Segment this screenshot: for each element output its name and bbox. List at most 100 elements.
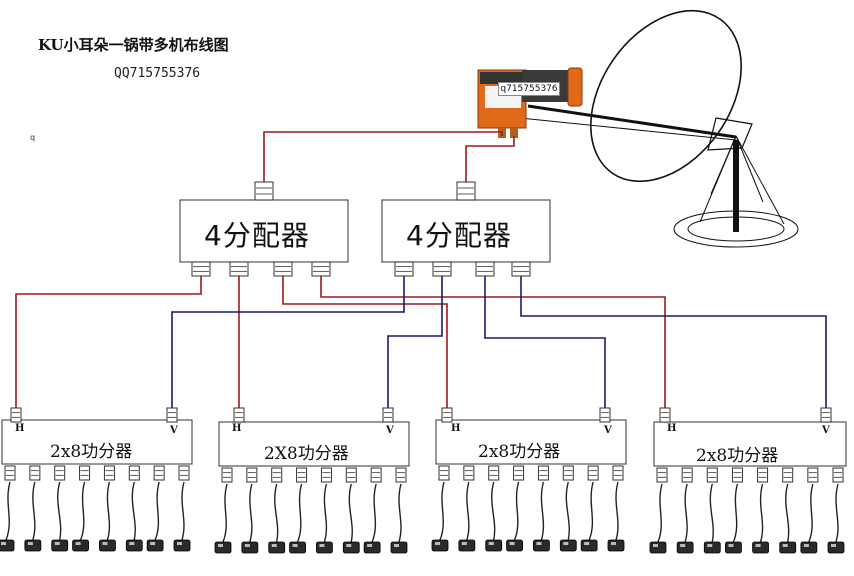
receiver-box [72, 539, 89, 552]
connector [54, 465, 66, 481]
splitter-box [179, 199, 349, 263]
connector [191, 261, 211, 277]
connector [29, 465, 41, 481]
connector [229, 261, 249, 277]
satellite-dish [519, 9, 799, 248]
receiver-box [241, 541, 259, 554]
connector [656, 467, 668, 483]
output-cable [732, 483, 739, 543]
cable [282, 274, 448, 410]
cable [387, 274, 443, 410]
connector [820, 407, 832, 423]
connector [273, 261, 293, 277]
amplifier-label: 2X8功分器 [264, 444, 349, 464]
v-port-label: V [170, 425, 178, 436]
receiver-box [99, 539, 116, 552]
connector [128, 465, 140, 481]
receiver-box [24, 539, 42, 552]
receiver-box [676, 541, 694, 554]
output-cable [274, 483, 279, 543]
output-cable [398, 483, 402, 543]
lnb-tag: q715755376 [498, 82, 560, 96]
connector [832, 467, 844, 483]
output-cable [709, 483, 714, 543]
receiver-box [125, 539, 143, 552]
corner-mark: q [30, 133, 36, 142]
connector [166, 407, 178, 423]
receiver-box [779, 541, 797, 554]
output-cable [222, 483, 228, 543]
receiver-box [506, 539, 523, 552]
receiver-box [390, 541, 408, 554]
connector [103, 465, 115, 481]
output-cable [296, 483, 303, 543]
amplifier-box [435, 419, 627, 465]
receiver-box [146, 539, 164, 552]
connector [511, 261, 531, 277]
connector [488, 465, 500, 481]
output-cable [657, 483, 663, 543]
connector [254, 181, 274, 201]
connector [370, 467, 382, 483]
splitter-box [381, 199, 551, 263]
connector [178, 465, 190, 481]
receiver-box [173, 539, 191, 552]
receiver-box [485, 539, 503, 552]
connector [246, 467, 258, 483]
connector [562, 465, 574, 481]
connector [394, 261, 414, 277]
cable [465, 136, 515, 186]
v-port-label: V [386, 425, 394, 436]
cable [484, 274, 606, 410]
connector [382, 407, 394, 423]
diagram-title: KU小耳朵一锅带多机布线图 [38, 36, 229, 54]
connector [4, 465, 16, 481]
receiver-box [752, 541, 769, 554]
output-cable [466, 481, 470, 541]
connector [233, 407, 245, 423]
splitter-label: 4分配器 [204, 219, 310, 252]
connector [463, 465, 475, 481]
output-cable [131, 481, 136, 541]
output-cable [540, 481, 545, 541]
connector [345, 467, 357, 483]
connector [320, 467, 332, 483]
output-cable [439, 481, 445, 541]
output-cable [57, 481, 62, 541]
amplifier-label: 2x8功分器 [478, 442, 561, 462]
lnb-device [477, 67, 583, 138]
receiver-box [268, 541, 286, 554]
connector [10, 407, 22, 423]
connector [513, 465, 525, 481]
output-cable [5, 481, 11, 541]
connector [659, 407, 671, 423]
receiver-box [559, 539, 577, 552]
connector [79, 465, 91, 481]
connector [432, 261, 452, 277]
output-cable [759, 483, 764, 543]
connector [475, 261, 495, 277]
receiver-box [0, 539, 15, 552]
connector [456, 181, 476, 201]
v-port-label: V [604, 425, 612, 436]
output-cable [348, 483, 353, 543]
output-cable [785, 483, 790, 543]
output-cable [615, 481, 619, 541]
connector [537, 465, 549, 481]
receiver-box [431, 539, 449, 552]
connector [153, 465, 165, 481]
output-cable [181, 481, 185, 541]
v-port-label: V [822, 425, 830, 436]
cable [263, 131, 503, 186]
h-port-label: H [451, 423, 461, 434]
output-cable [565, 481, 570, 541]
output-cable [371, 483, 377, 543]
cable [320, 274, 666, 410]
output-cable [491, 481, 496, 541]
connector [311, 261, 331, 277]
receiver-box [800, 541, 818, 554]
receiver-box [51, 539, 69, 552]
output-cable [588, 481, 594, 541]
